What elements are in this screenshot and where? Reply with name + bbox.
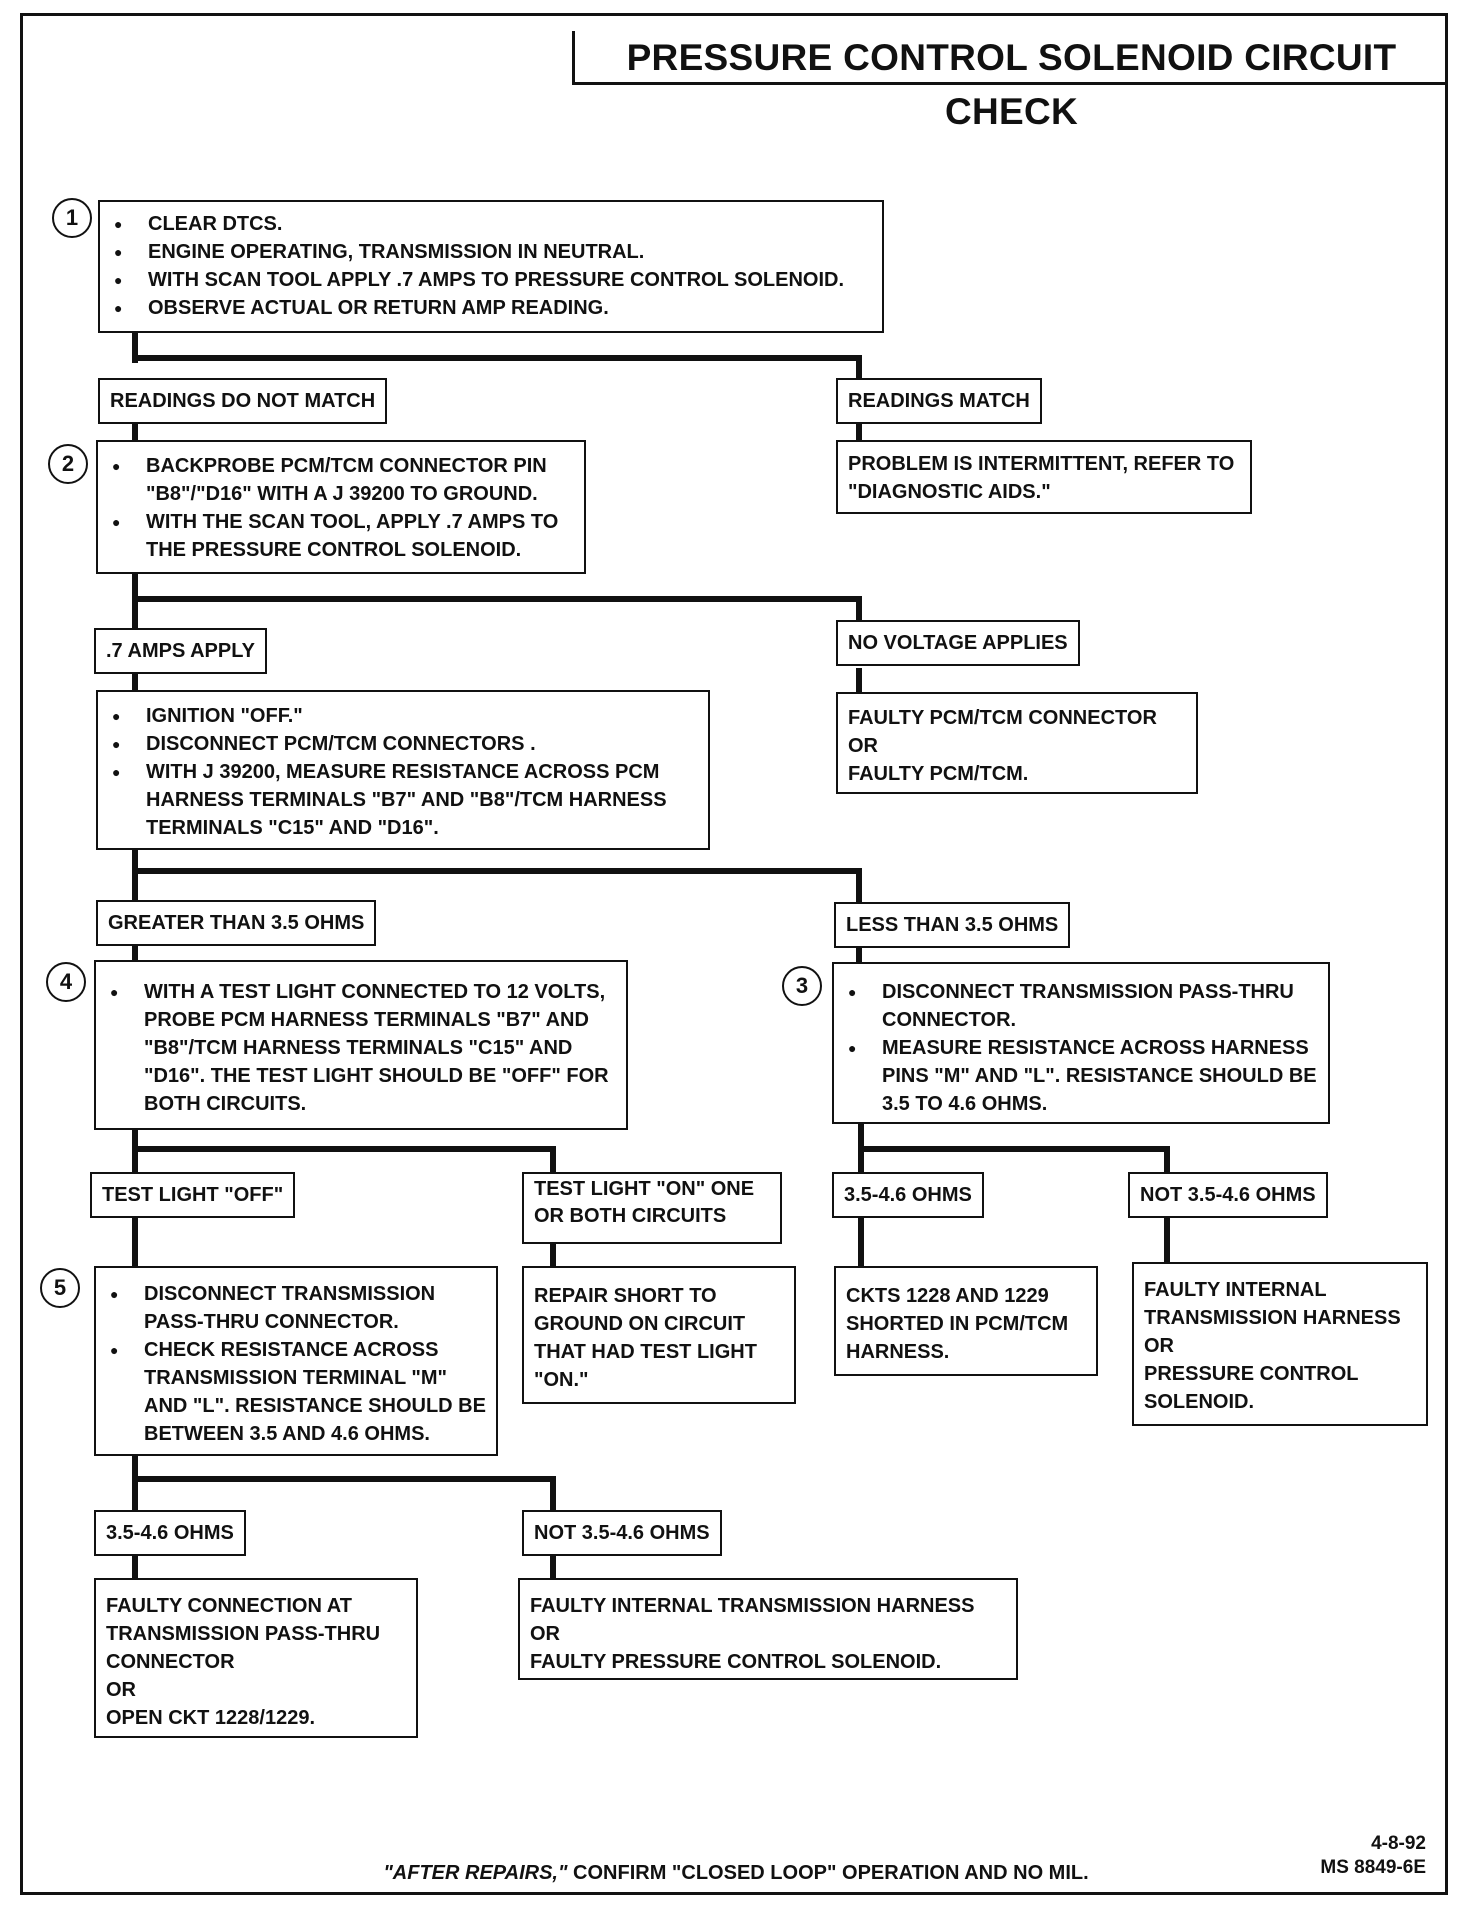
connector-line [132,596,862,602]
connector-line [132,1552,138,1580]
step-1-item: WITH SCAN TOOL APPLY .7 AMPS TO PRESSURE… [114,266,872,294]
label-greater-than: GREATER THAN 3.5 OHMS [96,900,377,946]
step-4-item: WITH A TEST LIGHT CONNECTED TO 12 VOLTS,… [110,978,616,1118]
connector-line [132,1456,138,1512]
connector-line [550,1146,556,1174]
document-date: 4-8-92 [1371,1833,1426,1854]
step-3-item: MEASURE RESISTANCE ACROSS HARNESS PINS "… [848,1034,1318,1118]
connector-line [132,868,862,874]
result-intermittent: PROBLEM IS INTERMITTENT, REFER TO "DIAGN… [848,453,1235,503]
connector-line [132,1214,138,1268]
result-faulty-internal-right-box: FAULTY INTERNAL TRANSMISSION HARNESS OR … [1132,1262,1428,1426]
label-ohms-bad-left: NOT 3.5-4.6 OHMS [522,1510,722,1556]
result-line: FAULTY PCM/TCM. [848,763,1029,785]
step-5-box: DISCONNECT TRANSMISSION PASS-THRU CONNEC… [94,1266,498,1456]
result-line: OPEN CKT 1228/1229. [106,1707,315,1729]
connector-line [858,1146,1170,1152]
step-3-box: DISCONNECT TRANSMISSION PASS-THRU CONNEC… [832,962,1330,1124]
connector-line [550,1552,556,1578]
step-number-4: 4 [46,962,86,1002]
label-ohms-ok-left: 3.5-4.6 OHMS [94,1510,246,1556]
step-number-2: 2 [48,444,88,484]
label-test-light-on: TEST LIGHT "ON" ONE OR BOTH CIRCUITS [522,1172,782,1244]
footer-rest: CONFIRM "CLOSED LOOP" OPERATION AND NO M… [567,1862,1089,1884]
result-faulty-internal-left-box: FAULTY INTERNAL TRANSMISSION HARNESS OR … [518,1578,1018,1680]
step-2-box: BACKPROBE PCM/TCM CONNECTOR PIN "B8"/"D1… [96,440,586,574]
result-or: OR [530,1623,560,1645]
result-repair-short-box: REPAIR SHORT TO GROUND ON CIRCUIT THAT H… [522,1266,796,1404]
label-amps-apply: .7 AMPS APPLY [94,628,267,674]
connector-line [1164,1146,1170,1174]
connector-line [132,850,138,900]
connector-line [132,672,138,692]
result-line: FAULTY INTERNAL TRANSMISSION HARNESS [1144,1279,1401,1329]
step-number-5: 5 [40,1268,80,1308]
result-line: PRESSURE CONTROL SOLENOID. [1144,1363,1359,1413]
connector-line [550,1244,556,1270]
label-ohms-bad-right: NOT 3.5-4.6 OHMS [1128,1172,1328,1218]
page-border [20,13,1448,1895]
step-4-box: WITH A TEST LIGHT CONNECTED TO 12 VOLTS,… [94,960,628,1130]
step-2-item: BACKPROBE PCM/TCM CONNECTOR PIN "B8"/"D1… [112,452,574,508]
step-5-item: CHECK RESISTANCE ACROSS TRANSMISSION TER… [110,1336,486,1448]
result-faulty-connection-box: FAULTY CONNECTION AT TRANSMISSION PASS-T… [94,1578,418,1738]
result-or: OR [848,735,878,757]
connector-line [856,420,862,442]
result-or: OR [106,1679,136,1701]
result-line: FAULTY PCM/TCM CONNECTOR [848,707,1157,729]
result-line: FAULTY INTERNAL TRANSMISSION HARNESS [530,1595,975,1617]
footer-note: "AFTER REPAIRS," CONFIRM "CLOSED LOOP" O… [0,1862,1472,1885]
label-test-light-off: TEST LIGHT "OFF" [90,1172,296,1218]
step-2-item: WITH THE SCAN TOOL, APPLY .7 AMPS TO THE… [112,508,574,564]
result-line: FAULTY PRESSURE CONTROL SOLENOID. [530,1651,942,1673]
connector-line [132,420,138,442]
connector-line [132,1476,556,1482]
label-readings-do-not-match: READINGS DO NOT MATCH [98,378,388,424]
connector-line [1164,1214,1170,1264]
connector-line [132,333,138,363]
label-no-voltage-applies: NO VOLTAGE APPLIES [836,620,1080,666]
label-ohms-ok-right: 3.5-4.6 OHMS [832,1172,984,1218]
result-or: OR [1144,1335,1174,1357]
connector-line [856,668,862,692]
step-ignition-item: WITH J 39200, MEASURE RESISTANCE ACROSS … [112,758,698,842]
connector-line [132,355,862,361]
result-faulty-pcm-box: FAULTY PCM/TCM CONNECTOR OR FAULTY PCM/T… [836,692,1198,794]
step-1-item: OBSERVE ACTUAL OR RETURN AMP READING. [114,294,872,322]
step-3-item: DISCONNECT TRANSMISSION PASS-THRU CONNEC… [848,978,1318,1034]
step-number-3: 3 [782,966,822,1006]
result-repair-short: REPAIR SHORT TO GROUND ON CIRCUIT THAT H… [534,1285,757,1391]
result-ckts-shorted: CKTs 1228 AND 1229 SHORTED IN PCM/TCM HA… [846,1285,1069,1363]
result-line: FAULTY CONNECTION AT TRANSMISSION PASS-T… [106,1595,381,1673]
step-5-item: DISCONNECT TRANSMISSION PASS-THRU CONNEC… [110,1280,486,1336]
connector-line [132,574,138,632]
step-number-1: 1 [52,198,92,238]
step-ignition-item: IGNITION "OFF." [112,702,698,730]
connector-line [856,868,862,902]
connector-line [858,1214,864,1268]
connector-line [856,942,862,964]
page-title: PRESSURE CONTROL SOLENOID CIRCUIT CHECK [572,31,1448,132]
document-reference: 4-8-92 MS 8849-6E [1320,1832,1426,1880]
footer-lead: "AFTER REPAIRS," [383,1862,568,1884]
step-1-item: CLEAR DTCs. [114,210,872,238]
connector-line [550,1476,556,1512]
label-readings-match: READINGS MATCH [836,378,1042,424]
result-intermittent-box: PROBLEM IS INTERMITTENT, REFER TO "DIAGN… [836,440,1252,514]
result-ckts-shorted-box: CKTs 1228 AND 1229 SHORTED IN PCM/TCM HA… [834,1266,1098,1376]
connector-line [132,942,138,962]
connector-line [856,596,862,620]
connector-line [856,355,862,379]
step-1-item: ENGINE OPERATING, TRANSMISSION IN NEUTRA… [114,238,872,266]
document-code: MS 8849-6E [1320,1857,1426,1878]
step-ignition-box: IGNITION "OFF." DISCONNECT PCM/TCM CONNE… [96,690,710,850]
step-ignition-item: DISCONNECT PCM/TCM CONNECTORS . [112,730,698,758]
label-less-than: LESS THAN 3.5 OHMS [834,902,1071,948]
connector-line [132,1146,556,1152]
step-1-box: CLEAR DTCs. ENGINE OPERATING, TRANSMISSI… [98,200,884,333]
